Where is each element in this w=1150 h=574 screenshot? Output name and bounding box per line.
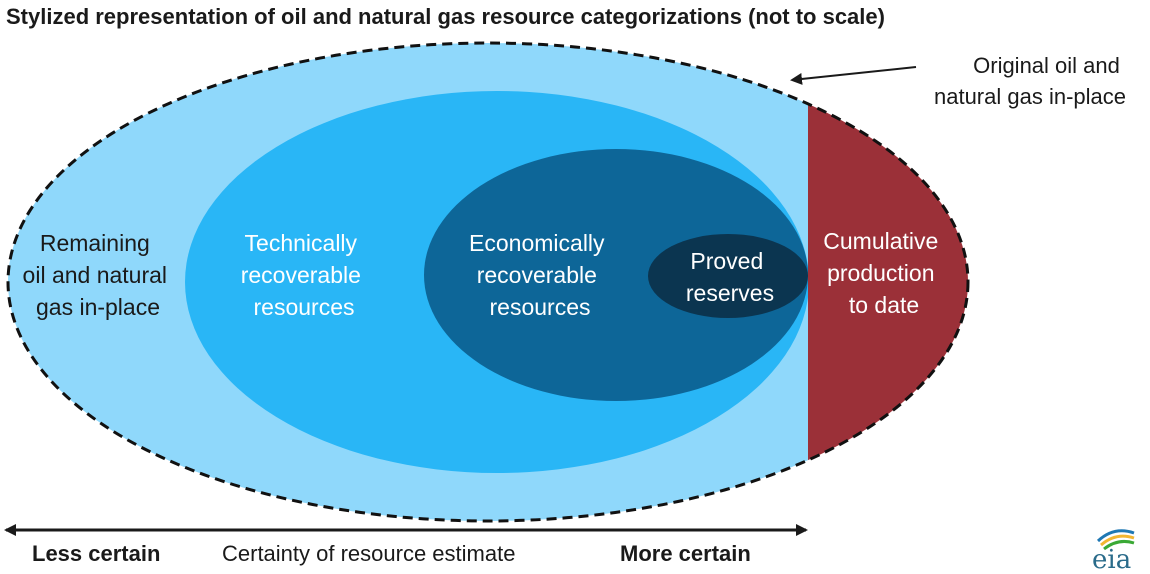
eia-logo-swoosh-blue xyxy=(1096,529,1135,543)
proved-reserves-label: Proved reserves xyxy=(686,248,774,306)
cumulative-production-label: Cumulative production to date xyxy=(823,228,944,318)
annotation-arrow xyxy=(790,66,917,85)
economically-recoverable-region xyxy=(424,149,808,401)
eia-logo-text: eia xyxy=(1092,545,1131,574)
technically-recoverable-label: Technically recoverable resources xyxy=(241,230,368,320)
less-certain-label: Less certain xyxy=(32,541,160,566)
original-in-place-annotation: Original oil and natural gas in-place xyxy=(934,53,1126,109)
eia-logo: eia xyxy=(1092,529,1135,574)
cumulative-production-region xyxy=(808,103,968,461)
original-in-place-outline xyxy=(6,41,970,523)
proved-reserves-region xyxy=(648,234,808,318)
more-certain-label: More certain xyxy=(620,541,751,566)
economically-recoverable-label: Economically recoverable resources xyxy=(469,230,611,320)
eia-logo-swoosh-yellow xyxy=(1100,534,1135,547)
remaining-label: Remaining oil and natural gas in-place xyxy=(23,230,174,320)
diagram-title: Stylized representation of oil and natur… xyxy=(6,4,885,29)
eia-logo-swoosh-green xyxy=(1103,540,1135,551)
certainty-axis-title: Certainty of resource estimate xyxy=(222,541,515,566)
